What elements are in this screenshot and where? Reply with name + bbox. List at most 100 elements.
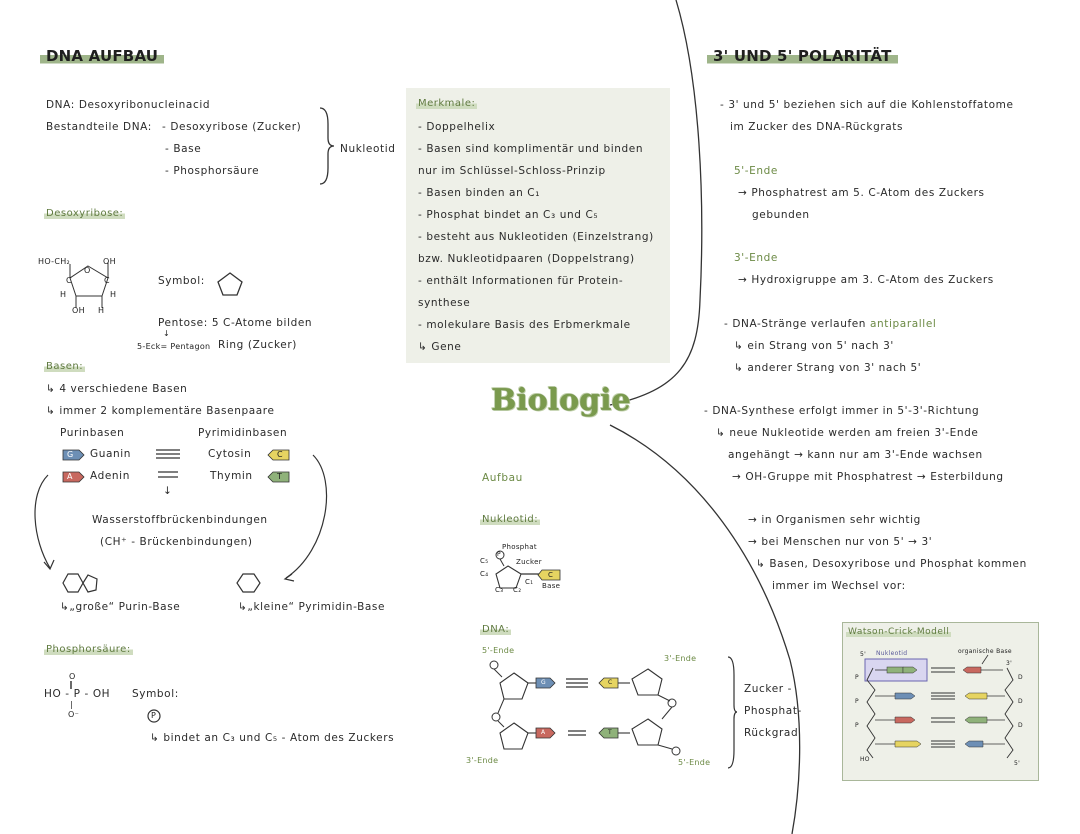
dna-base-a: A — [541, 729, 546, 736]
synthese-line-2: ↳ neue Nukleotide werden am freien 3'-En… — [716, 427, 979, 439]
ruckgrat-line-3: Rückgrad — [744, 727, 799, 739]
dna-double-strand-diagram — [489, 660, 681, 756]
sugar-o: O — [84, 266, 91, 275]
ruckgrat-line-2: Phosphat- — [744, 705, 802, 717]
polaritaet-intro-2: im Zucker des DNA-Rückgrats — [730, 121, 904, 133]
sugar-oh-bottom: OH — [72, 306, 85, 315]
purin-base-label: ↳„große“ Purin-Base — [60, 601, 181, 613]
dna-base-g: G — [541, 679, 546, 686]
merkmal-line-8: - enthält Informationen für Protein- — [418, 275, 624, 287]
phosphor-symbol-label: Symbol: — [132, 688, 179, 700]
triple-bond — [156, 449, 180, 459]
pentagon-arrow: ↓ — [163, 329, 171, 338]
watson-ho: HO — [860, 756, 870, 763]
merkmal-line-7: bzw. Nukleotidpaaren (Doppelstrang) — [418, 253, 635, 265]
strands-line-2: ↳ anderer Strang von 3' nach 5' — [734, 362, 922, 374]
nukleotid-base: Base — [542, 582, 561, 590]
merkmal-line-5: - Phosphat bindet an C₃ und C₅ — [418, 209, 599, 221]
organism-line-3: ↳ Basen, Desoxyribose und Phosphat komme… — [756, 558, 1027, 570]
phosphor-symbol-letter: P — [151, 711, 157, 720]
phosphor-o-bottom: O⁻ — [68, 710, 80, 719]
pyrimidin-base-label: ↳„kleine“ Pyrimidin-Base — [238, 601, 386, 613]
merkmal-line-11: ↳ Gene — [418, 341, 462, 353]
curved-arrows — [34, 454, 328, 582]
organism-line-2: → bei Menschen nur von 5' → 3' — [748, 536, 933, 548]
watson-crick-title: Watson-Crick-Modell — [846, 627, 952, 637]
dna-base-t: T — [608, 729, 612, 736]
watson-d-2: D — [1018, 698, 1023, 705]
desoxyribose-heading: Desoxyribose: — [44, 208, 126, 219]
five-end-line-2: gebunden — [752, 209, 810, 221]
merkmale-heading: Merkmale: — [416, 98, 478, 109]
nukleotid-zucker: Zucker — [516, 558, 542, 566]
strands-prefix: - DNA-Stränge verlaufen — [724, 318, 871, 330]
sugar-c-right: C — [104, 276, 110, 285]
watson-three-top: 3' — [1006, 660, 1013, 667]
basen-line-2: ↳ immer 2 komplementäre Basenpaare — [46, 405, 275, 417]
dna-aufbau-heading: DNA AUFBAU — [40, 46, 165, 66]
ring-text: Ring (Zucker) — [218, 339, 297, 351]
thymin-tag-icon — [267, 471, 290, 483]
watson-d-1: D — [1018, 674, 1023, 681]
ch-bruecken-text: (CH⁺ - Brückenbindungen) — [100, 536, 253, 548]
thymin-letter: T — [277, 472, 283, 481]
merkmal-line-3: nur im Schlüssel-Schloss-Prinzip — [418, 165, 606, 177]
synthese-line-1: - DNA-Synthese erfolgt immer in 5'-3'-Ri… — [704, 405, 980, 417]
watson-crick-diagram — [864, 654, 1014, 759]
phosphate-circle-icon — [147, 709, 161, 723]
dna-heading: DNA: — [480, 624, 512, 635]
polaritaet-intro-1: - 3' und 5' beziehen sich auf die Kohlen… — [720, 99, 1014, 111]
strands-line: - DNA-Stränge verlaufen antiparallel — [724, 318, 936, 330]
sugar-h-bottom: H — [98, 306, 105, 315]
sugar-oh-top: OH — [103, 257, 116, 266]
nukleotid-diagram — [495, 550, 561, 589]
adenin-name: Adenin — [90, 470, 130, 482]
dna-five-end-top: 5'-Ende — [482, 646, 515, 655]
cytosin-letter: C — [277, 450, 283, 459]
sugar-c-left: C — [66, 276, 72, 285]
pyrimidine-shape-icon — [236, 573, 261, 593]
nukleotid-c2: C₂ — [513, 586, 522, 594]
merkmal-line-1: - Doppelhelix — [418, 121, 496, 133]
basen-line-1: ↳ 4 verschiedene Basen — [46, 383, 188, 395]
nukleotid-c1: C₁ — [525, 578, 534, 586]
adenin-letter: A — [67, 472, 73, 481]
pentose-text: Pentose: 5 C-Atome bilden — [158, 317, 313, 329]
nukleotid-base-letter: C — [548, 571, 554, 579]
sugar-h-left: H — [60, 290, 67, 299]
watson-crick-panel — [842, 622, 1039, 781]
merkmal-line-9: synthese — [418, 297, 471, 309]
organism-line-1: → in Organismen sehr wichtig — [748, 514, 921, 526]
three-end-line: → Hydroxigruppe am 3. C-Atom des Zuckers — [738, 274, 994, 286]
polaritaet-heading: 3' UND 5' POLARITÄT — [707, 46, 898, 66]
nukleotid-brace — [319, 107, 335, 185]
watson-organische-label: organische Base — [958, 648, 1012, 655]
adenin-tag-icon — [62, 471, 85, 483]
phosphor-o-top: O — [69, 672, 76, 681]
component-desoxyribose: - Desoxyribose (Zucker) — [162, 121, 302, 133]
three-end-label: 3'-Ende — [734, 252, 778, 264]
component-phosphorsaeure: - Phosphorsäure — [165, 165, 260, 177]
bond-arrow: ↓ — [163, 485, 173, 497]
five-end-line-1: → Phosphatrest am 5. C-Atom des Zuckers — [738, 187, 985, 199]
bestandteile-label: Bestandteile DNA: — [46, 121, 152, 133]
cytosin-name: Cytosin — [208, 448, 252, 460]
thymin-name: Thymin — [210, 470, 253, 482]
dna-three-end-top: 3'-Ende — [664, 654, 697, 663]
dna-definition: DNA: Desoxyribonucleinacid — [46, 99, 211, 111]
phosphor-single-bond: | — [70, 700, 73, 709]
ruckgrat-brace — [727, 656, 738, 769]
antiparallel-highlight: antiparallel — [870, 318, 937, 330]
merkmal-line-10: - molekulare Basis des Erbmerkmale — [418, 319, 631, 331]
merkmal-line-4: - Basen binden an C₁ — [418, 187, 541, 199]
merkmal-line-6: - besteht aus Nukleotiden (Einzelstrang) — [418, 231, 654, 243]
nukleotid-p: P — [497, 551, 501, 558]
guanin-letter: G — [67, 450, 74, 459]
five-end-label: 5'-Ende — [734, 165, 778, 177]
nukleotid-c5: C₅ — [480, 557, 489, 565]
desoxyribose-structure — [69, 262, 109, 308]
watson-d-3: D — [1018, 722, 1023, 729]
cytosin-tag-icon — [267, 449, 290, 461]
synthese-line-3: angehängt → kann nur am 3'-Ende wachsen — [728, 449, 983, 461]
